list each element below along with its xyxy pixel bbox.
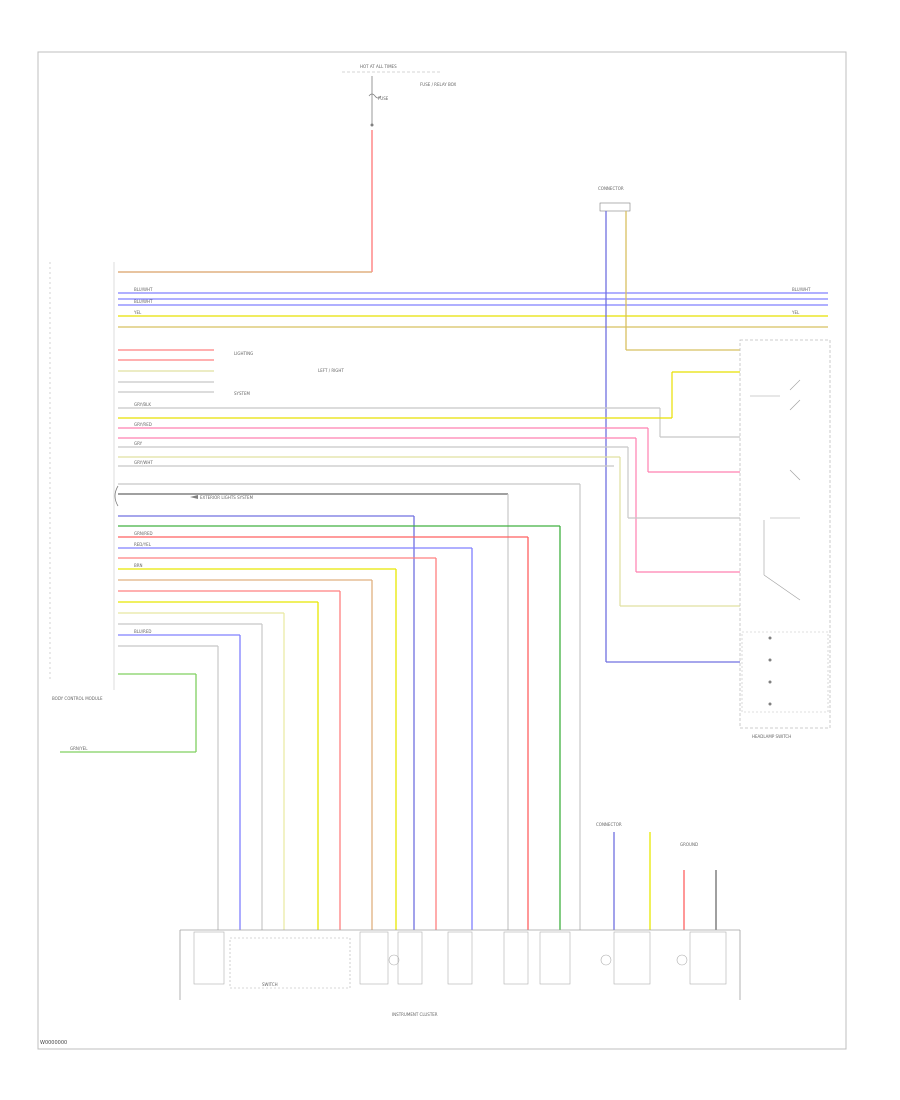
fuse-top-label: HOT AT ALL TIMES — [360, 64, 397, 69]
bottom-right-connectors: CONNECTOR GROUND — [596, 822, 717, 930]
ground-wire-label: GRN/YEL — [70, 746, 88, 751]
top-connector: CONNECTOR — [598, 186, 740, 662]
vertical-wire-label-2: RED/YEL — [134, 542, 152, 547]
switch-wires: GRY/BLK GRY/RED GRY GRY/WHT — [118, 371, 740, 663]
vertical-wires: GRN/RED RED/YEL BRN BLU/RED GRN/YEL — [60, 483, 581, 930]
bus-wire-label-r1: BLU/WHT — [792, 287, 811, 292]
vertical-wire-label-4: BLU/RED — [134, 629, 151, 634]
bus-lines: BLU/WHT BLU/WHT YEL BLU/WHT YEL — [118, 287, 828, 328]
switch-wire-label-4: GRY/WHT — [134, 460, 153, 465]
stub-note-3: LEFT / RIGHT — [318, 368, 344, 373]
fuse-name: FUSE — [378, 96, 389, 101]
vertical-wire-label-1: GRN/RED — [134, 531, 153, 536]
bus-wire-label-r2: YEL — [791, 310, 800, 315]
bus-wire-label-2: BLU/WHT — [134, 299, 153, 304]
bottom-sub-label: SWITCH — [262, 982, 278, 987]
page-code: W0000000 — [40, 1040, 67, 1046]
left-module-label: BODY CONTROL MODULE — [52, 696, 103, 701]
right-module-label: HEADLAMP SWITCH — [752, 734, 791, 739]
diagram-frame — [37, 51, 847, 1050]
vertical-wire-label-3: BRN — [134, 563, 143, 568]
bus-wire-label-1: BLU/WHT — [134, 287, 153, 292]
bus-wire-label-3: YEL — [133, 310, 142, 315]
switch-wire-label-3: GRY — [134, 441, 143, 446]
ground-label: GROUND — [680, 842, 698, 847]
fuse-icon — [368, 93, 382, 99]
arrow-note: EXTERIOR LIGHTS SYSTEM — [114, 485, 254, 507]
connector-top-label: CONNECTOR — [598, 186, 624, 191]
switch-wire-label-2: GRY/RED — [134, 422, 152, 427]
bottom-module: SWITCH INSTRUMENT CLUSTER — [179, 929, 741, 1017]
stub-group: LIGHTING SYSTEM LEFT / RIGHT — [118, 349, 344, 396]
arrow-icon — [190, 495, 198, 499]
right-switch-module: HEADLAMP SWITCH — [739, 339, 831, 739]
switch-wire-label-1: GRY/BLK — [134, 402, 151, 407]
stub-note-1: LIGHTING — [234, 351, 253, 356]
stub-note-2: SYSTEM — [234, 391, 250, 396]
bottom-module-label: INSTRUMENT CLUSTER — [392, 1012, 438, 1017]
connector-bottom-label: CONNECTOR — [596, 822, 622, 827]
fuse-group: HOT AT ALL TIMES FUSE FUSE / RELAY BOX — [118, 64, 457, 273]
arrow-note-label: EXTERIOR LIGHTS SYSTEM — [200, 495, 254, 500]
fuse-block-label: FUSE / RELAY BOX — [420, 82, 457, 87]
